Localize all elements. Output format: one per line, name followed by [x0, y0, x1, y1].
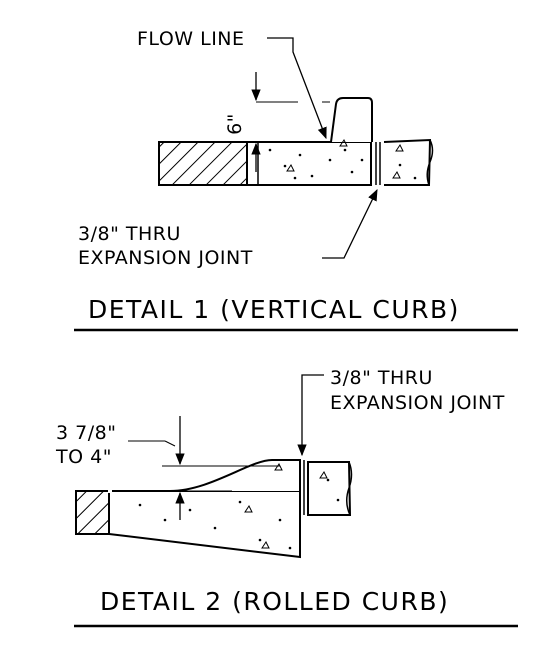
detail1-joint-label-line1: 3/8" THRU	[78, 223, 181, 245]
detail2-joint-label-line2: EXPANSION JOINT	[330, 392, 505, 414]
detail2-gutter-pan	[307, 461, 352, 516]
detail1-flow-line-leader	[267, 37, 327, 140]
detail2-rolled-curb	[108, 490, 301, 559]
detail1-base-hatch	[158, 141, 248, 186]
detail1-title: DETAIL 1 (VERTICAL CURB)	[88, 295, 460, 324]
detail2-joint-label-line1: 3/8" THRU	[330, 367, 433, 389]
detail2-rolled-curb-top	[109, 459, 301, 492]
detail1-drawing: FLOW LINE 6" 3/8" THRU EXPANSION JOINT D…	[74, 28, 518, 332]
detail2-drawing: 3/8" THRU EXPANSION JOINT 3 7/8" TO 4" D…	[55, 367, 518, 628]
detail1-dimension-label: 6"	[224, 113, 246, 135]
detail2-dimension-line2: TO 4"	[55, 446, 112, 468]
detail1-vertical-curb	[330, 97, 373, 143]
detail1-concrete-slab	[246, 141, 372, 186]
detail1-gutter-pan	[383, 138, 432, 186]
detail2-base-hatch	[75, 490, 110, 535]
detail2-dimension-line1: 3 7/8"	[56, 422, 116, 444]
detail1-joint-leader	[322, 188, 378, 259]
detail2-joint-leader	[297, 374, 324, 457]
detail2-title: DETAIL 2 (ROLLED CURB)	[100, 587, 449, 616]
detail1-flow-line-label: FLOW LINE	[137, 28, 245, 50]
detail1-joint-label-line2: EXPANSION JOINT	[78, 247, 253, 269]
